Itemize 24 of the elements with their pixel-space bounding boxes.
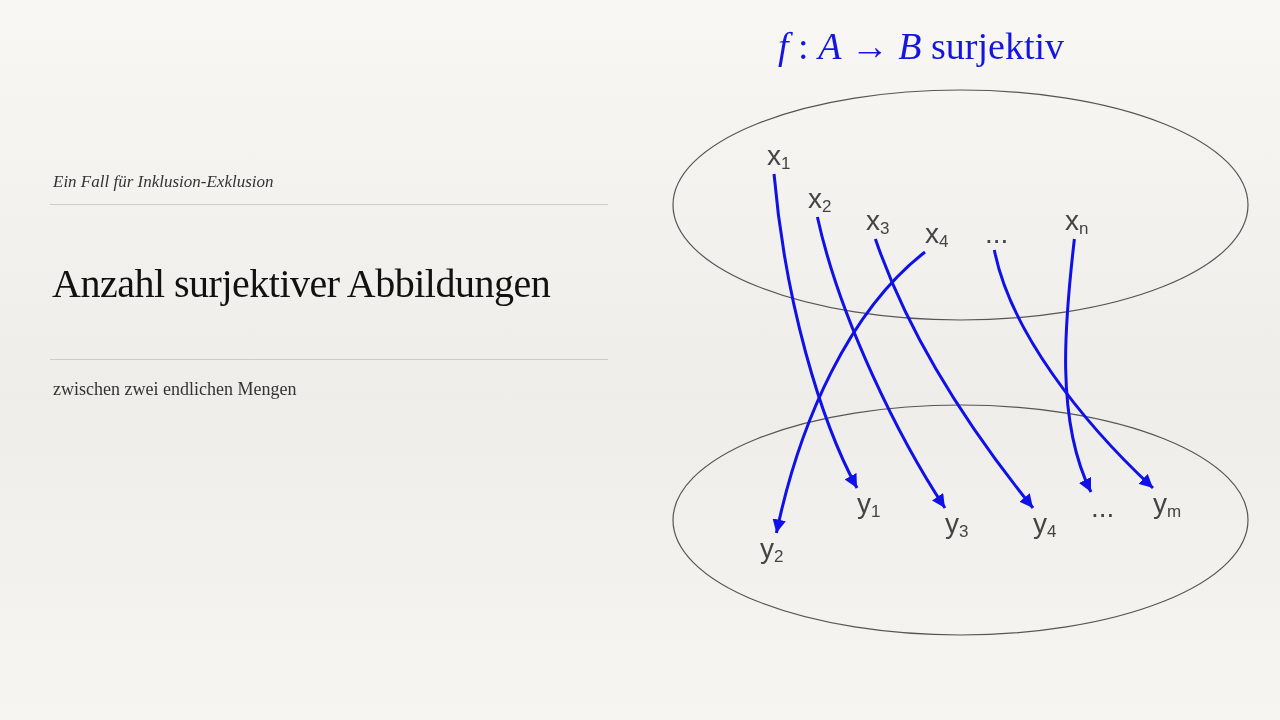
element-label: ... [985, 218, 1009, 250]
element-label: x$_{1}$ [767, 140, 791, 174]
slide-title: Anzahl surjektiver Abbildungen [52, 260, 551, 307]
arrow [992, 249, 1155, 490]
element-label: x$_{n}$ [1065, 205, 1089, 239]
formula-heading: f : A → B surjektiv [778, 24, 1065, 68]
arrow [772, 173, 859, 489]
element-label: y$_{2}$ [760, 533, 784, 567]
element-label: y$_{4}$ [1033, 508, 1057, 542]
element-label: y$_{3}$ [945, 508, 969, 542]
arrow [874, 238, 1035, 509]
set-ellipse [673, 405, 1248, 635]
arrow [815, 216, 947, 509]
description-text: zwischen zwei endlichen Mengen [53, 379, 297, 400]
element-label: x$_{4}$ [925, 218, 949, 252]
arrow [1064, 238, 1093, 493]
element-label: x$_{3}$ [866, 205, 890, 239]
arrow [772, 250, 926, 534]
element-label: y$_{1}$ [857, 488, 881, 522]
element-label: x$_{2}$ [808, 183, 832, 217]
element-label: y$_{m}$ [1153, 488, 1182, 522]
element-label: ... [1091, 492, 1115, 524]
set-ellipse [673, 90, 1248, 320]
subtitle-text: Ein Fall für Inklusion-Exklusion [53, 172, 274, 192]
